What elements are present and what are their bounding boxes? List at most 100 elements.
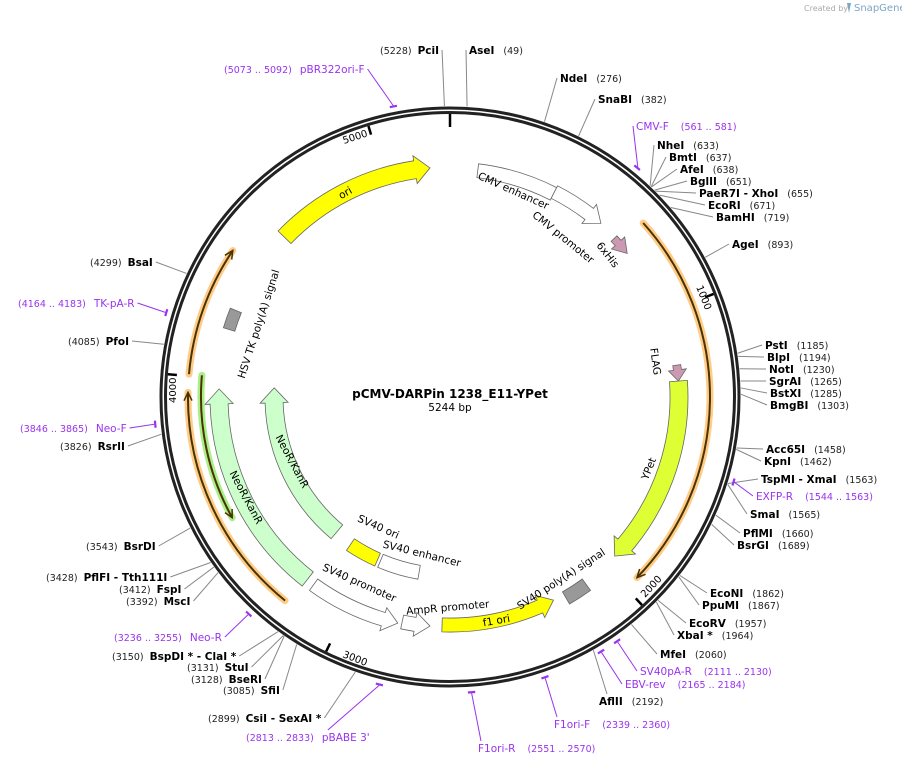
enzyme-site-msci: (3392)MscI xyxy=(126,572,219,608)
enzyme-position: (1458) xyxy=(814,445,846,456)
primer-marker xyxy=(613,638,621,645)
enzyme-leader-line xyxy=(711,523,735,546)
enzyme-position: (3085) xyxy=(223,686,255,697)
enzyme-site-bspdi-clai: (3150) BspDI * - ClaI * xyxy=(112,631,279,663)
feature-neor-kanr xyxy=(204,388,314,587)
tick-mark xyxy=(325,642,332,653)
enzyme-name: BsaI xyxy=(128,257,153,269)
enzyme-leader-line xyxy=(738,355,765,358)
enzyme-position: (1689) xyxy=(778,541,810,552)
enzyme-site-afei: AfeI(638) xyxy=(651,164,738,188)
enzyme-position: (3826) xyxy=(60,442,92,453)
enzyme-position: (1563) xyxy=(846,475,878,486)
feature-sv40-promoter xyxy=(308,578,399,632)
enzyme-site-xbai: XbaI *(1964) xyxy=(655,601,753,642)
neo-orf-arc xyxy=(199,375,234,519)
enzyme-name: EcoRV xyxy=(689,618,727,630)
enzyme-site-nhei: NheI(633) xyxy=(649,140,719,186)
enzyme-name: BglII xyxy=(690,176,717,188)
primer-range: (3236 .. 3255) xyxy=(114,633,182,644)
enzyme-position: (1462) xyxy=(800,457,832,468)
enzyme-position: (637) xyxy=(706,153,732,164)
enzyme-name: BstXI xyxy=(770,388,801,400)
enzyme-leader-line xyxy=(715,514,741,534)
enzyme-leader-line xyxy=(705,243,730,258)
enzyme-name: PstI xyxy=(765,340,788,352)
enzyme-position: (1185) xyxy=(797,341,829,352)
primer-leader-line xyxy=(617,641,638,672)
enzyme-position: (3128) xyxy=(191,675,223,686)
enzyme-site-ecori: EcoRI(671) xyxy=(659,194,775,212)
enzyme-site-blpi: BlpI(1194) xyxy=(738,352,831,364)
feature-label: FLAG xyxy=(647,347,663,376)
enzyme-name: PpuMI xyxy=(702,600,739,612)
primer-range: (2111 .. 2130) xyxy=(704,667,772,678)
primers-layer: (5073 .. 5092)pBR322ori-F CMV-F(561 .. 58… xyxy=(18,64,873,755)
enzyme-site-smai: SmaI(1565) xyxy=(727,483,820,521)
enzyme-leader-line xyxy=(441,49,445,107)
enzyme-name: EcoRI xyxy=(708,200,741,212)
enzyme-site-agei: AgeI(893) xyxy=(705,239,793,258)
enzyme-leader-line xyxy=(127,433,162,447)
enzyme-position: (1862) xyxy=(752,589,784,600)
enzyme-position: (3412) xyxy=(119,585,151,596)
enzyme-leader-line xyxy=(592,650,608,695)
primer-cmv-f: CMV-F(561 .. 581) xyxy=(632,121,737,171)
primer-pbabe-3-: (2813 .. 2833)pBABE 3' xyxy=(246,682,384,744)
enzyme-name: SmaI xyxy=(750,509,780,521)
enzyme-name: MfeI xyxy=(660,649,686,661)
enzyme-position: (2060) xyxy=(695,650,727,661)
enzyme-leader-line xyxy=(737,344,763,354)
enzyme-leader-line xyxy=(740,393,768,406)
orf-arc-left-upper-arrowhead-icon xyxy=(224,249,234,260)
enzyme-site-bmti: BmtI(637) xyxy=(650,152,732,187)
primer-pbr322ori-f: (5073 .. 5092)pBR322ori-F xyxy=(224,64,398,109)
feature-ori xyxy=(277,154,431,245)
primer-range: (5073 .. 5092) xyxy=(224,65,292,76)
enzyme-leader-line xyxy=(131,340,164,345)
enzyme-name: KpnI xyxy=(764,456,791,468)
primer-tk-pa-r: (4164 .. 4183)TK-pA-R xyxy=(18,298,169,317)
enzyme-leader-line xyxy=(650,156,667,187)
enzyme-site-bstxi: BstXI (1285) xyxy=(740,387,842,400)
primer-marker xyxy=(541,675,549,680)
enzyme-name: BseRI xyxy=(229,674,262,686)
primer-sv40pa-r: SV40pA-R(2111 .. 2130) xyxy=(613,638,772,678)
primer-name: EBV-rev xyxy=(625,679,666,691)
enzyme-leader-line xyxy=(654,180,688,191)
primer-name: CMV-F xyxy=(636,121,669,133)
enzyme-site-mfei: MfeI (2060) xyxy=(631,624,727,661)
tick-mark xyxy=(367,125,373,135)
enzyme-name: BsrDI xyxy=(124,541,156,553)
enzyme-site-sgrai: SgrAI(1265) xyxy=(740,376,842,388)
enzyme-name: SnaBI xyxy=(598,94,632,106)
enzyme-leader-line xyxy=(465,49,468,107)
enzyme-position: (1285) xyxy=(810,389,842,400)
primer-marker xyxy=(633,164,641,171)
enzyme-leader-line xyxy=(655,601,675,636)
snapgene-logo-icon xyxy=(847,3,851,13)
enzyme-leader-line xyxy=(649,144,655,186)
primer-f1ori-r: F1ori-R(2551 .. 2570) xyxy=(467,690,595,755)
primer-range: (2339 .. 2360) xyxy=(602,720,670,731)
enzyme-site-asei: AseI(49) xyxy=(465,45,523,107)
enzyme-position: (3131) xyxy=(187,663,219,674)
enzyme-site-psti: PstI (1185) xyxy=(737,340,829,354)
enzyme-position: (3150) xyxy=(112,652,144,663)
enzyme-name: BspDI * - ClaI * xyxy=(150,651,237,663)
enzyme-site-kpni: KpnI (1462) xyxy=(736,448,832,468)
feature-f1-ori xyxy=(441,594,555,633)
orf-arc-left-upper xyxy=(188,249,234,375)
enzyme-leader-line xyxy=(657,600,687,624)
enzyme-name: BsrGI xyxy=(737,540,769,552)
enzyme-name: SfiI xyxy=(261,685,280,697)
enzyme-site-aflii: AflII(2192) xyxy=(592,650,663,708)
enzyme-name: NdeI xyxy=(560,73,587,85)
enzyme-leader-line xyxy=(740,387,768,394)
primer-leader-line xyxy=(734,481,754,497)
enzyme-name: BmgBI xyxy=(770,400,808,412)
primer-marker xyxy=(164,308,169,317)
enzyme-name: BamHI xyxy=(716,212,755,224)
enzyme-position: (2899) xyxy=(208,714,240,725)
